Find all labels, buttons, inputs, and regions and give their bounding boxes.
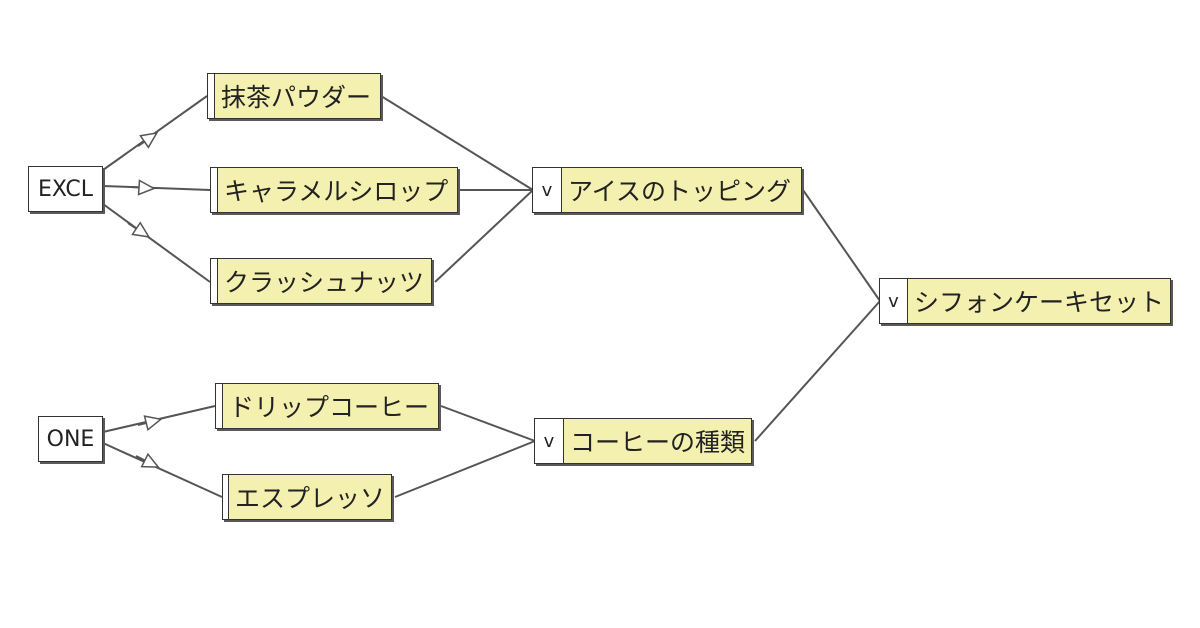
node-tab <box>223 475 229 519</box>
node-label: ドリップコーヒー <box>229 393 430 422</box>
arrow-one-drip <box>137 415 163 432</box>
edge-matcha-ice <box>380 95 534 191</box>
arrow-one-espresso <box>135 452 160 468</box>
edge-espresso-coffee <box>394 440 536 498</box>
node-label: エスプレッソ <box>234 484 385 513</box>
edge-one-espresso <box>102 442 223 498</box>
node-label: キャラメルシロップ <box>224 177 449 206</box>
edge-excl-nuts <box>102 203 211 283</box>
edge-excl-matcha <box>102 95 208 171</box>
node-label: シフォンケーキセット <box>913 288 1164 317</box>
node-crushed-nuts[interactable]: クラッシュナッツ <box>210 258 432 304</box>
edge-coffee-chiffon <box>754 300 881 442</box>
node-matcha-powder[interactable]: 抹茶パウダー <box>207 73 381 119</box>
node-chiffon-cake-set[interactable]: v シフォンケーキセット <box>879 278 1171 324</box>
node-label: 抹茶パウダー <box>221 83 372 112</box>
one-gate[interactable]: ONE <box>38 416 103 462</box>
node-coffee-type[interactable]: v コーヒーの種類 <box>534 418 752 464</box>
edge-nuts-ice <box>434 189 534 283</box>
arrow-excl-nuts <box>127 221 151 238</box>
arrow-excl-caramel <box>131 179 156 196</box>
excl-gate[interactable]: EXCL <box>28 166 103 212</box>
node-ice-topping[interactable]: v アイスのトッピング <box>532 167 802 213</box>
or-operator: v <box>535 419 564 463</box>
node-tab <box>216 384 223 428</box>
node-tab <box>208 74 215 118</box>
or-operator: v <box>880 279 908 323</box>
node-espresso[interactable]: エスプレッソ <box>222 474 392 520</box>
node-drip-coffee[interactable]: ドリップコーヒー <box>215 383 439 429</box>
edge-one-drip <box>102 405 216 433</box>
edge-ice-chiffon <box>802 189 881 302</box>
node-label: クラッシュナッツ <box>224 268 425 297</box>
arrow-excl-matcha <box>137 132 159 149</box>
edge-excl-caramel <box>102 185 211 191</box>
node-tab <box>211 168 218 212</box>
node-label: アイスのトッピング <box>568 177 792 206</box>
or-operator: v <box>533 168 562 212</box>
node-tab <box>211 259 218 303</box>
edge-drip-coffee <box>440 405 536 442</box>
node-label: コーヒーの種類 <box>569 428 745 457</box>
node-caramel-syrup[interactable]: キャラメルシロップ <box>210 167 458 213</box>
